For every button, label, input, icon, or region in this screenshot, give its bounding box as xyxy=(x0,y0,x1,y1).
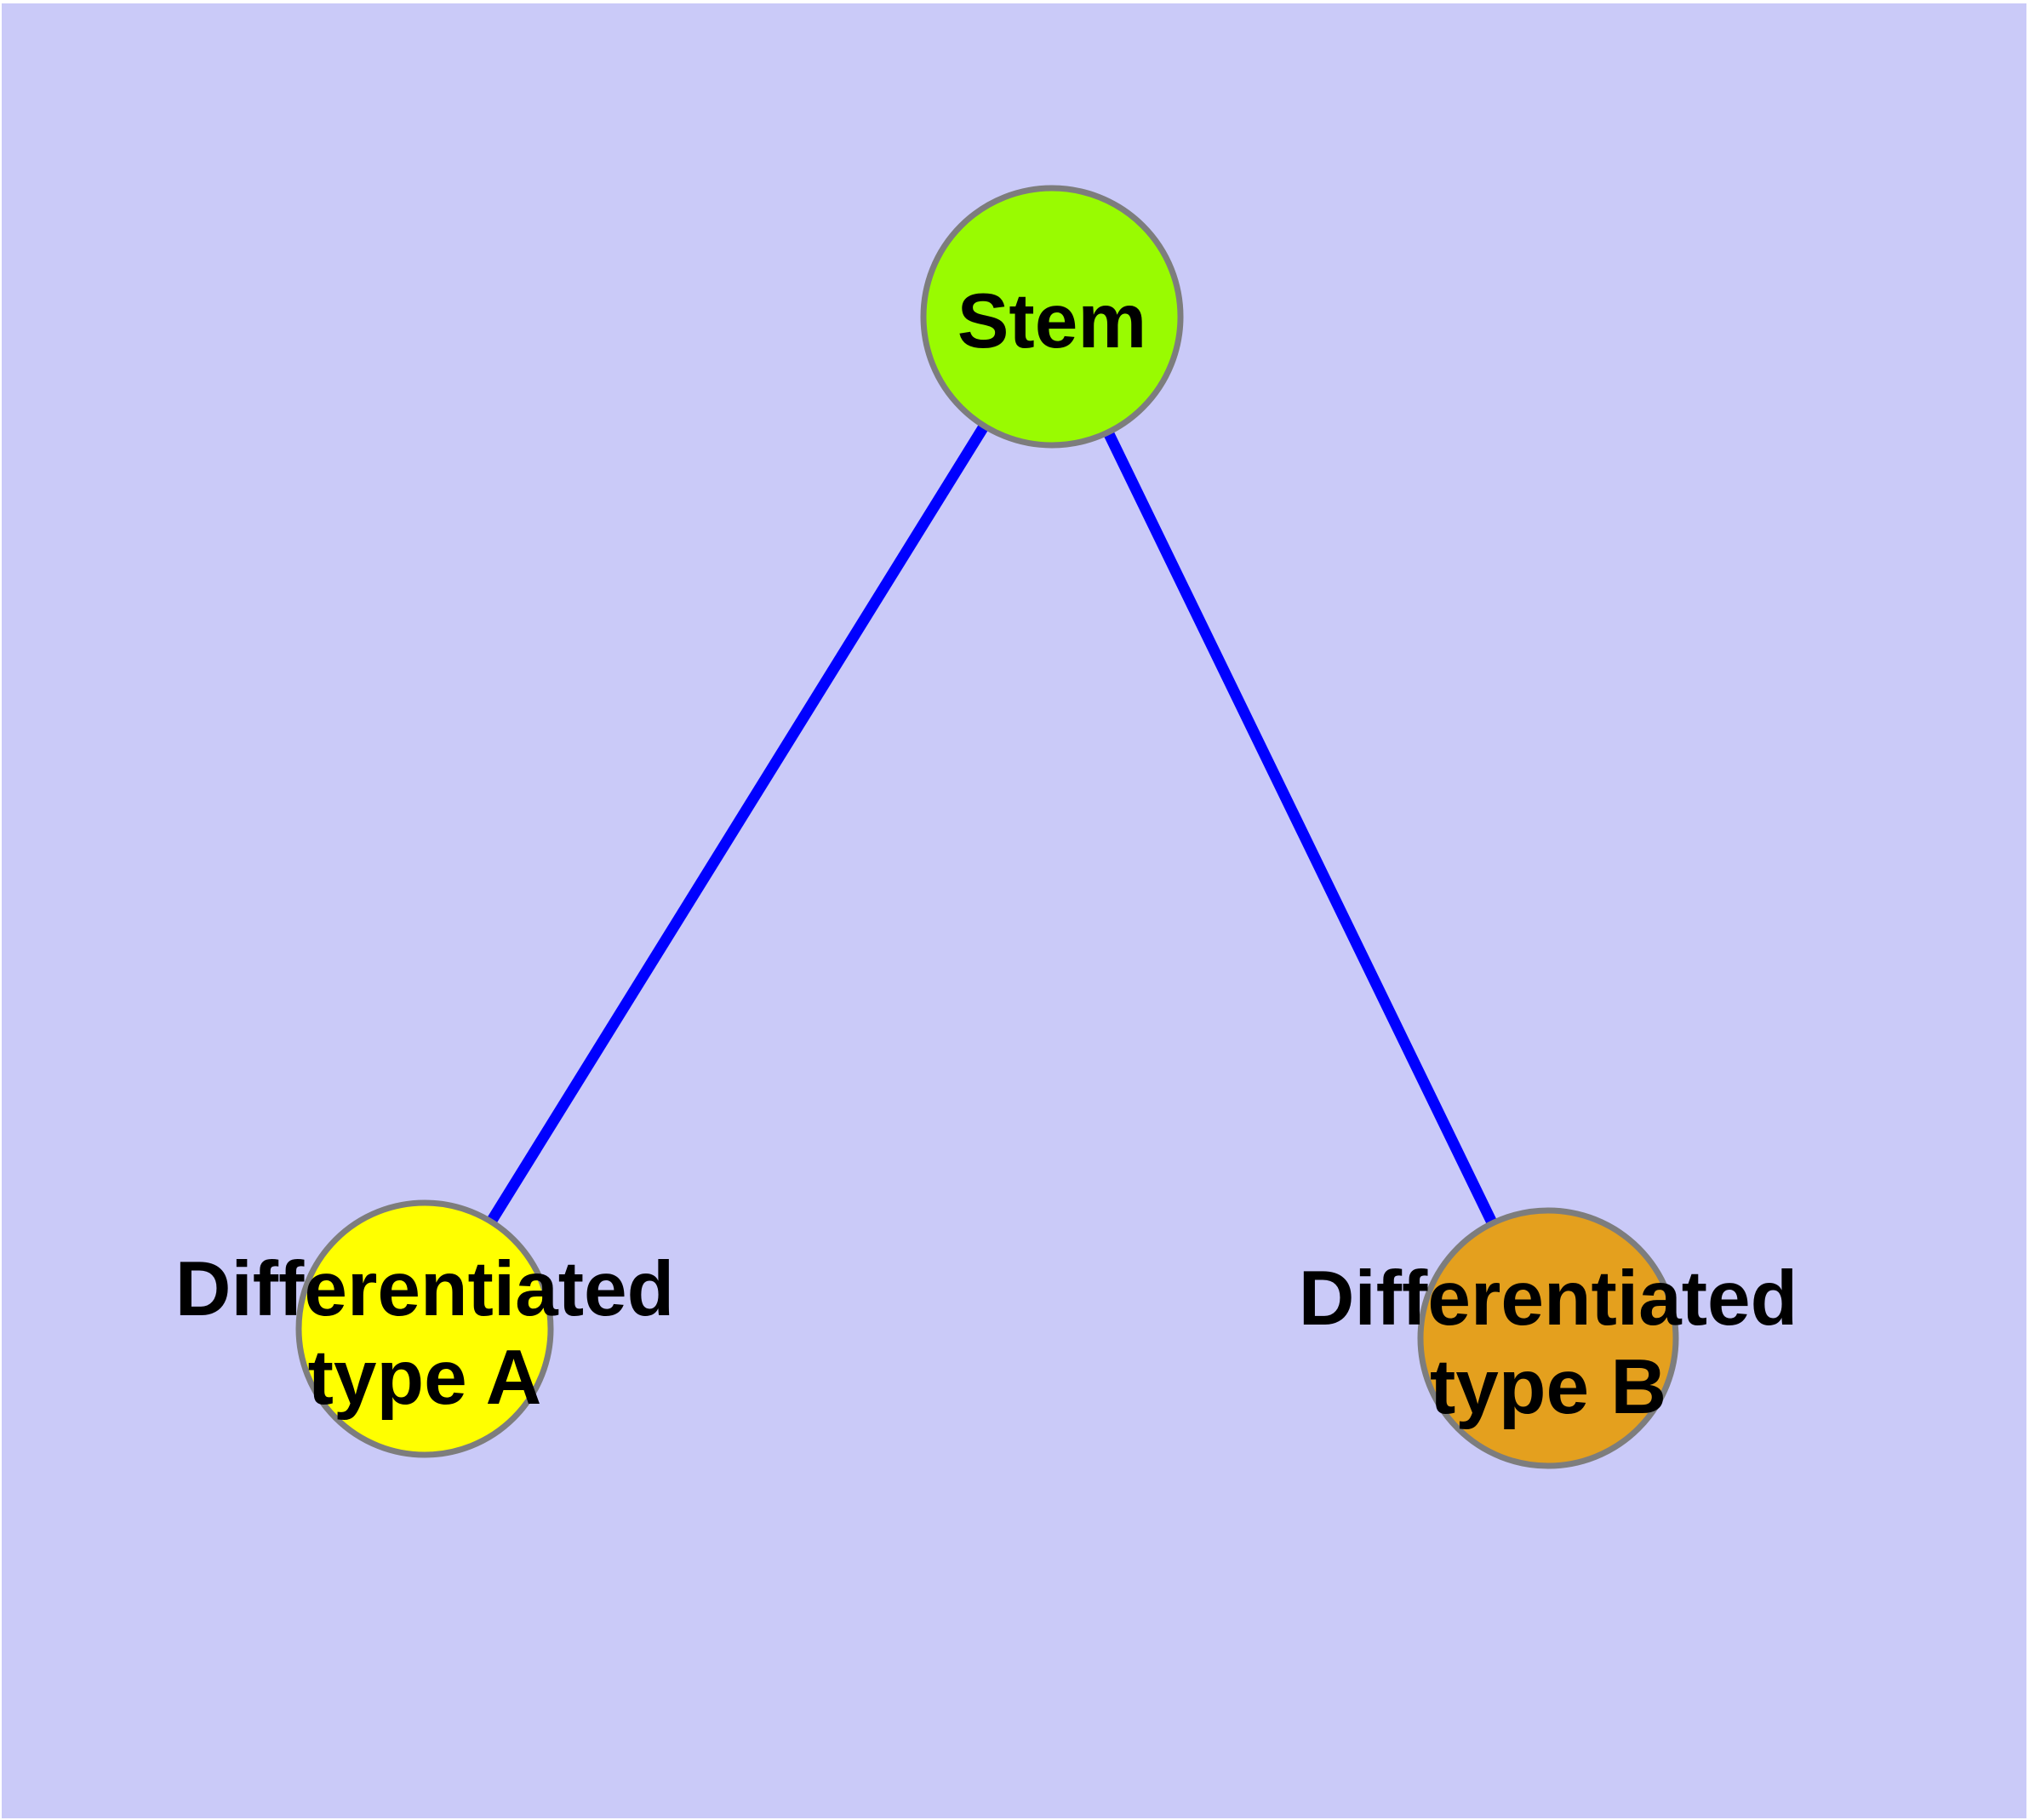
node-circle-type-a xyxy=(295,1199,554,1458)
node-stem: Stem xyxy=(920,185,1184,449)
node-circle-type-b xyxy=(1417,1207,1679,1469)
edge-stem-to-type-a xyxy=(420,313,1057,1332)
edges-layer xyxy=(420,313,1553,1341)
edge-stem-to-type-b xyxy=(1047,314,1553,1341)
node-circle-stem xyxy=(920,185,1184,449)
node-label-stem: Stem xyxy=(957,278,1147,364)
